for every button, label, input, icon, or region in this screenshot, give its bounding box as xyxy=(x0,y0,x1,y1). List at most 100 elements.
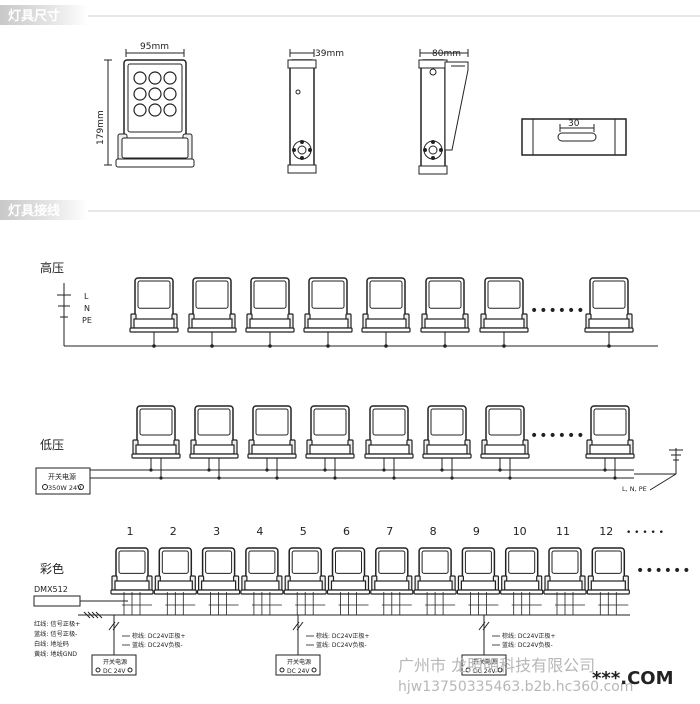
rgb-psu-line1: 开关电源 xyxy=(473,658,497,666)
floodlight-icon xyxy=(586,547,630,595)
rgb-ellipsis: •••••• xyxy=(636,563,692,579)
bracket-width-label: 80mm xyxy=(432,49,461,59)
led-icon xyxy=(163,103,177,117)
rgb-lamp-number: 4 xyxy=(256,525,263,538)
hv-line-l: L xyxy=(84,292,89,301)
floodlight-icon xyxy=(480,405,530,459)
bracket-view-drawing xyxy=(418,49,469,175)
side-view-drawing xyxy=(287,49,317,174)
rgb-power-note: 蓝线: DC24V负极- xyxy=(316,641,367,649)
section-title-dimensions: 灯具尺寸 xyxy=(8,8,60,24)
led-icon xyxy=(133,87,147,101)
watermark-site: hjw13750335463.b2b.hc360.com xyxy=(398,679,633,695)
hv-line-pe: PE xyxy=(82,316,92,325)
rgb-power-note: 棕线: DC24V正极+ xyxy=(316,632,370,640)
dmx-controller-box xyxy=(33,595,81,607)
floodlight-icon xyxy=(364,405,414,459)
hv-line-n: N xyxy=(84,304,90,313)
floodlight-icon xyxy=(584,277,634,333)
rgb-power-note: 蓝线: DC24V负极- xyxy=(132,641,183,649)
rgb-psu-line2: DC 24V xyxy=(473,668,496,675)
floodlight-icon xyxy=(479,277,529,333)
high-voltage-label: 高压 xyxy=(40,260,64,275)
dmx-controller-label: DMX512 xyxy=(34,585,68,594)
section-header-dimensions: 灯具尺寸 xyxy=(0,5,700,25)
rgb-lamp-number: 12 xyxy=(599,525,613,538)
floodlight-icon xyxy=(422,405,472,459)
led-grid xyxy=(133,71,177,117)
rgb-psu-line1: 开关电源 xyxy=(103,658,127,666)
side-width-label: 39mm xyxy=(315,49,344,59)
rgb-lamp-number: 3 xyxy=(213,525,220,538)
rgb-wire-legend-item: 黄线: 地线GND xyxy=(34,650,77,658)
floodlight-icon xyxy=(110,547,154,595)
rgb-psu-box xyxy=(275,654,321,676)
led-icon xyxy=(148,103,162,117)
rgb-lamp-number: 8 xyxy=(430,525,437,538)
rgb-lamp-number: 7 xyxy=(386,525,393,538)
floodlight-icon xyxy=(153,547,197,595)
rgb-signal-bus xyxy=(78,600,630,619)
floodlight-icon xyxy=(370,547,414,595)
led-icon xyxy=(163,87,177,101)
low-voltage-section: 低压 •••••• 开关电源 350W 24V L, N, PE xyxy=(35,405,683,495)
rgb-lamp-number: 1 xyxy=(127,525,134,538)
watermark-brand: ***.COM xyxy=(592,668,674,689)
hv-ground-symbol xyxy=(57,283,71,346)
rgb-label: 彩色 xyxy=(40,562,64,576)
rgb-lamp-number: 10 xyxy=(513,525,527,538)
rgb-lamp-row xyxy=(110,547,630,615)
front-height-label: 179mm xyxy=(96,110,106,145)
rgb-power-note: 棕线: DC24V正极+ xyxy=(132,632,186,640)
rgb-wire-legend-item: 白线: 地址码 xyxy=(34,640,69,648)
rgb-wire-legend-item: 蓝线: 信号正极- xyxy=(34,630,77,638)
floodlight-icon xyxy=(240,547,284,595)
rgb-psu-box xyxy=(461,654,507,676)
low-voltage-label: 低压 xyxy=(40,438,64,452)
floodlight-icon xyxy=(187,277,237,333)
front-width-label: 95mm xyxy=(140,42,169,52)
rgb-psu-line1: 开关电源 xyxy=(287,658,311,666)
floodlight-icon xyxy=(500,547,544,595)
floodlight-icon xyxy=(585,405,635,459)
floodlight-icon xyxy=(245,277,295,333)
rgb-psu-box xyxy=(91,654,137,676)
floodlight-icon xyxy=(456,547,500,595)
hv-ellipsis: •••••• xyxy=(530,303,586,319)
floodlight-icon xyxy=(197,547,241,595)
rgb-lamp-number: 9 xyxy=(473,525,480,538)
slot-width-label: 30 xyxy=(568,119,580,129)
section-header-wiring: 灯具接线 xyxy=(0,200,700,220)
high-voltage-section: 高压 L N PE •••••• xyxy=(40,260,658,348)
led-icon xyxy=(133,103,147,117)
rgb-power-note: 棕线: DC24V正极+ xyxy=(502,632,556,640)
rgb-psu-line2: DC 24V xyxy=(103,668,126,675)
led-icon xyxy=(148,71,162,85)
floodlight-icon xyxy=(303,277,353,333)
floodlight-icon xyxy=(189,405,239,459)
lv-ellipsis: •••••• xyxy=(530,428,586,444)
led-icon xyxy=(133,71,147,85)
rgb-lamp-number: 6 xyxy=(343,525,350,538)
rgb-numbers-ellipsis: • • • • • xyxy=(626,528,664,538)
mounting-plate-drawing xyxy=(521,118,627,156)
lv-psu-line1: 开关电源 xyxy=(48,472,76,481)
lv-lamp-row xyxy=(131,405,635,480)
rgb-wire-legend-item: 红线: 信号正极+ xyxy=(34,620,80,628)
floodlight-icon xyxy=(420,277,470,333)
floodlight-icon xyxy=(326,547,371,595)
rgb-lamp-number: 5 xyxy=(300,525,307,538)
floodlight-icon xyxy=(413,547,457,595)
watermark: 广州市 龙照明科技有限公司 hjw13750335463.b2b.hc360.c… xyxy=(398,656,674,695)
lv-ground-label: L, N, PE xyxy=(622,485,647,493)
watermark-company: 广州市 龙照明科技有限公司 xyxy=(398,656,595,675)
floodlight-icon xyxy=(543,547,587,595)
lv-psu-line2: 350W 24V xyxy=(48,484,82,492)
lv-ground-symbol xyxy=(634,448,683,491)
lv-power-supply: 开关电源 350W 24V xyxy=(35,467,91,495)
